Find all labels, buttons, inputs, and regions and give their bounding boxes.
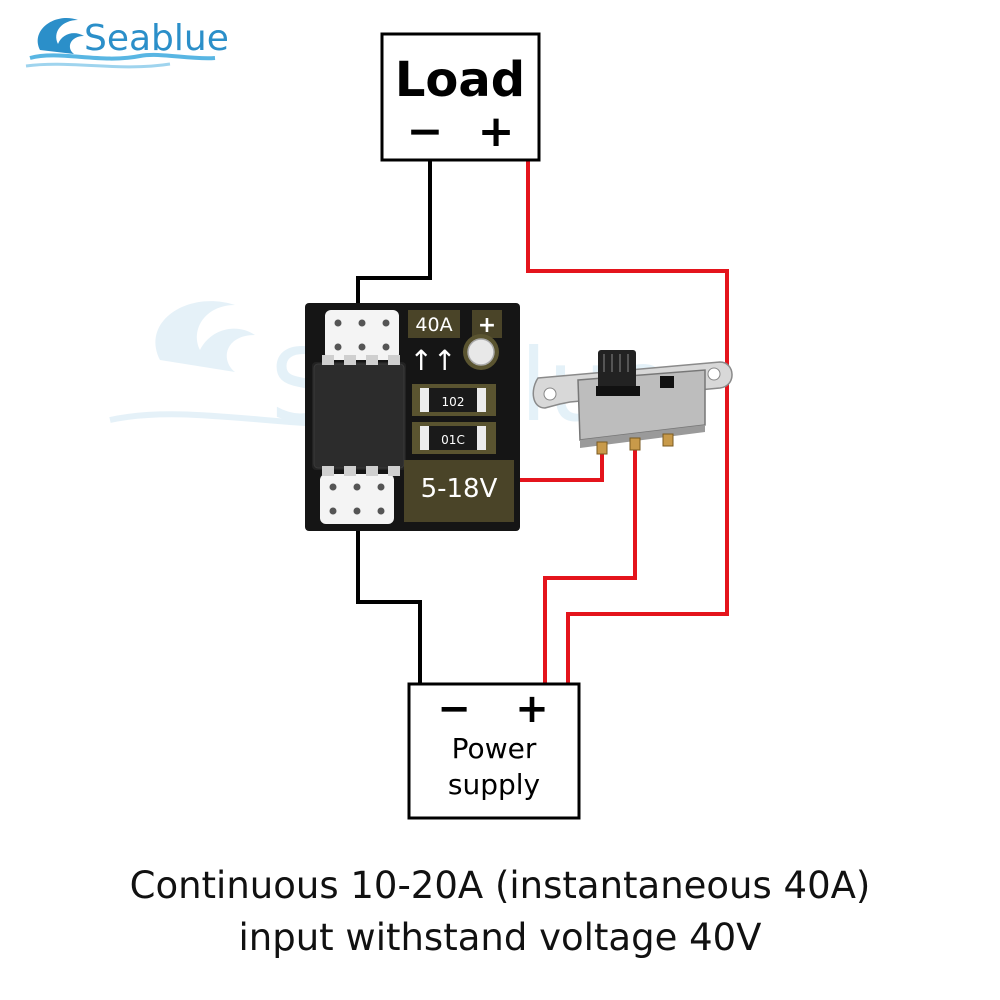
supply-plus-label: + — [515, 686, 549, 732]
caption-line-1: Continuous 10-20A (instantaneous 40A) — [129, 864, 871, 907]
wave-icon — [25, 18, 216, 69]
brand-logo: Seablue — [25, 18, 229, 69]
mosfet-chip — [312, 355, 406, 476]
current-rating-label: 40A — [415, 314, 452, 336]
mosfet-module: 40A + ↑↑ 102 01C 5-18V — [305, 303, 520, 531]
bottom-pad — [320, 474, 394, 524]
top-pad — [325, 310, 399, 360]
caption-line-2: input withstand voltage 40V — [238, 916, 762, 959]
module-plus-label: + — [478, 313, 496, 338]
switch-pins — [596, 433, 674, 455]
supply-minus-label: − — [437, 686, 471, 732]
resistor-1-label: 102 — [442, 395, 465, 409]
supply-negative-wire — [356, 490, 422, 685]
load-plus-label: + — [478, 106, 515, 157]
supply-line2: supply — [448, 768, 540, 801]
resistor-2-label: 01C — [441, 433, 465, 447]
switch-to-supply-wire — [543, 450, 637, 685]
load-box: Load − + — [380, 32, 541, 162]
supply-line1: Power — [452, 732, 537, 765]
load-positive-wire — [526, 160, 729, 685]
arrow-marks: ↑↑ — [410, 344, 457, 377]
positive-solder-pad — [463, 334, 499, 370]
resistor-2: 01C — [412, 422, 496, 454]
power-supply-box: − + Power supply — [407, 682, 581, 820]
voltage-range-label: 5-18V — [421, 474, 498, 504]
slide-switch — [532, 350, 733, 455]
load-minus-label: − — [407, 106, 444, 157]
brand-name: Seablue — [84, 18, 229, 59]
resistor-1: 102 — [412, 384, 496, 416]
load-title: Load — [395, 52, 525, 108]
